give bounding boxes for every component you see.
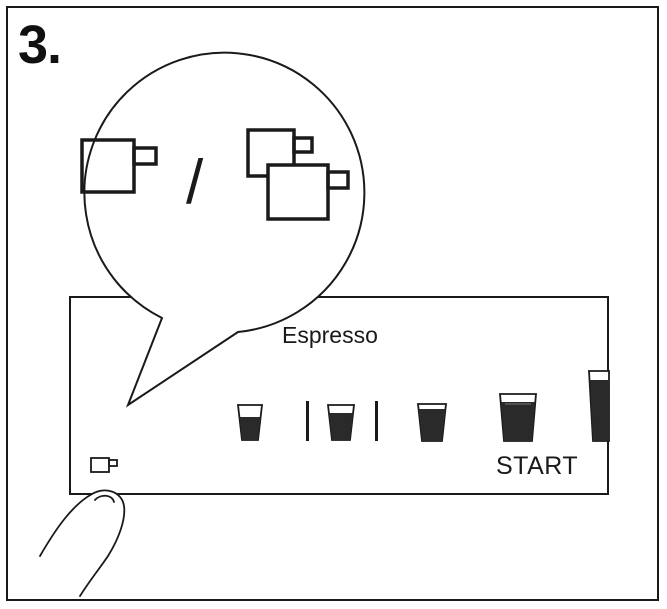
callout-separator: / xyxy=(186,148,204,217)
divider-right xyxy=(375,401,378,441)
callout-bubble xyxy=(83,51,366,408)
cup-size-3-icon[interactable] xyxy=(416,403,448,442)
cup-size-2-icon[interactable] xyxy=(326,404,356,441)
divider-left xyxy=(306,401,309,441)
start-button[interactable]: START xyxy=(496,452,579,480)
double-cup-icon xyxy=(246,128,350,221)
illustration-frame xyxy=(6,6,659,601)
step-number: 3. xyxy=(18,15,62,75)
cup-size-1-icon[interactable] xyxy=(236,404,264,441)
cup-size-5-icon[interactable] xyxy=(588,370,610,442)
finger-illustration xyxy=(39,489,126,597)
cup-size-4-icon[interactable] xyxy=(499,393,537,442)
single-cup-icon xyxy=(80,138,158,194)
cup-button-icon[interactable] xyxy=(90,457,118,473)
program-label: Espresso xyxy=(282,322,378,348)
